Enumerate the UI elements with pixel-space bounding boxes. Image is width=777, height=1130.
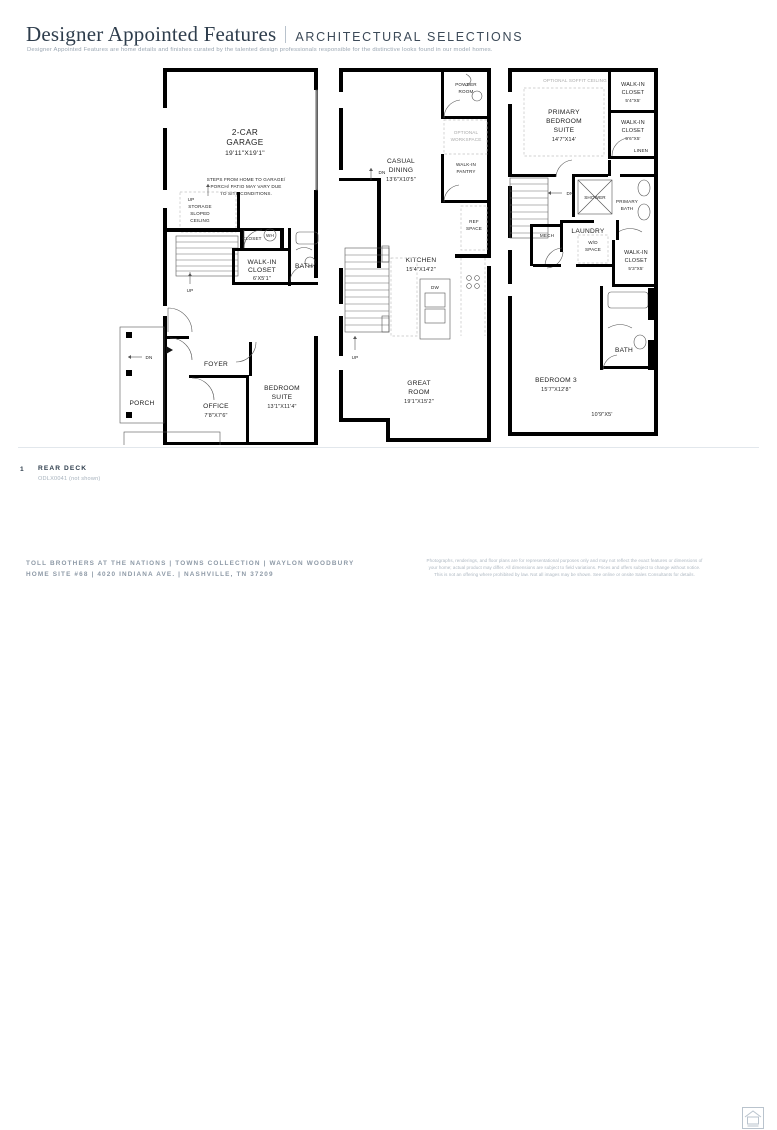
page-title: Designer Appointed Features bbox=[26, 22, 277, 46]
page-footer: TOLL BROTHERS AT THE NATIONS | TOWNS COL… bbox=[0, 548, 777, 1129]
left-bedroom-suite-label-1: BEDROOM bbox=[264, 385, 300, 392]
right-walkin-closet1-label-2: CLOSET bbox=[622, 90, 645, 96]
casual-dining-dims: 13'6"X10'5" bbox=[386, 177, 416, 183]
primary-bedroom-label-2: BEDROOM bbox=[546, 118, 582, 125]
stair-up-label-left: UP bbox=[187, 288, 194, 293]
legend: 1 REAR DECK ODLX0041 (not shown) bbox=[20, 465, 100, 482]
bedroom3-label: BEDROOM 3 bbox=[535, 377, 577, 384]
right-walkin-closet2-dims: 5'6"X5' bbox=[625, 136, 640, 141]
porch-label: PORCH bbox=[129, 400, 154, 407]
laundry-label: LAUNDRY bbox=[571, 228, 604, 235]
primary-bath-label-2: BATH bbox=[621, 206, 634, 211]
footer-disclaimer: Photographs, renderings, and floor plans… bbox=[392, 557, 737, 579]
shower-label: SHOWER bbox=[584, 195, 606, 200]
ref-space-label-1: REF bbox=[469, 219, 479, 224]
footer-line-2: HOME SITE #68 | 4020 INDIANA AVE. | NASH… bbox=[26, 571, 274, 578]
footer-community-info: TOLL BROTHERS AT THE NATIONS | TOWNS COL… bbox=[26, 558, 354, 580]
garage-note-1: STEPS FROM HOME TO GARAGE/ bbox=[207, 177, 286, 182]
right-walkin-closet1-dims: 5'4"X5' bbox=[625, 98, 640, 103]
kitchen-label: KITCHEN bbox=[406, 257, 437, 264]
laundry-wd-label-2: SPACE bbox=[585, 247, 601, 252]
disclaimer-line-2: your home; actual product may differ. Al… bbox=[428, 565, 701, 571]
optional-soffit-label: OPTIONAL SOFFIT CEILING bbox=[543, 78, 607, 83]
disclaimer-line-3: This is not an offering where prohibited… bbox=[434, 572, 695, 578]
right-dn-label: DN bbox=[567, 191, 574, 196]
right-walkin-closet3-label-1: WALK-IN bbox=[624, 250, 648, 256]
right-walkin-closet3-label-2: CLOSET bbox=[625, 258, 648, 264]
linen-label: LINEN bbox=[634, 148, 648, 153]
right-bath-label: BATH bbox=[615, 347, 633, 354]
right-walkin-closet1-label-1: WALK-IN bbox=[621, 82, 645, 88]
left-bath-label: BATH bbox=[295, 263, 313, 270]
laundry-wd-label-1: W/D bbox=[588, 240, 598, 245]
title-row: Designer Appointed Features ARCHITECTURA… bbox=[26, 22, 523, 47]
right-walkin-closet3-dims: 5'3"X5' bbox=[628, 266, 643, 271]
center-wing: CASUAL DINING 13'6"X10'5" POWDER ROOM OP… bbox=[339, 68, 491, 442]
left-walkin-closet-label-1: WALK-IN bbox=[248, 259, 277, 266]
closet-label: CLOSET bbox=[242, 236, 261, 241]
footer-line-1: TOLL BROTHERS AT THE NATIONS | TOWNS COL… bbox=[26, 560, 355, 567]
powder-room-label-1: POWDER bbox=[455, 82, 477, 87]
dishwasher-label: DW bbox=[431, 285, 439, 290]
porch-dn-label: DN bbox=[146, 355, 153, 360]
garage-note-2: PORCH/ PATIO MAY VARY DUE bbox=[210, 184, 281, 189]
bedroom3-dims: 15'7"X12'8" bbox=[541, 387, 571, 393]
primary-bath-label-1: PRIMARY bbox=[616, 199, 638, 204]
disclaimer-line-1: Photographs, renderings, and floor plans… bbox=[426, 558, 703, 563]
office-label: OFFICE bbox=[203, 403, 229, 410]
foyer-label: FOYER bbox=[204, 361, 228, 368]
rear-deck-dims: 10'9"X5' bbox=[591, 412, 612, 418]
office-dims: 7'8"X7'6" bbox=[204, 413, 227, 419]
casual-dining-label-1: CASUAL bbox=[387, 158, 415, 165]
center-up-label: UP bbox=[352, 355, 359, 360]
great-room-dims: 19'1"X15'2" bbox=[404, 399, 434, 405]
walkin-pantry-label-1: WALK-IN bbox=[456, 162, 476, 167]
casual-dining-label-2: DINING bbox=[389, 167, 414, 174]
left-bedroom-suite-dims: 13'1"X11'4" bbox=[267, 404, 296, 410]
right-walkin-closet2-label-2: CLOSET bbox=[622, 128, 645, 134]
garage-label-2: GARAGE bbox=[226, 138, 263, 147]
equal-housing-opportunity-icon bbox=[742, 1107, 764, 1129]
legend-item-name: REAR DECK bbox=[38, 465, 88, 472]
stair-up-label-garage: UP bbox=[188, 197, 195, 202]
optional-workspace-label-2: WORKSPACE bbox=[451, 137, 482, 142]
garage-dims: 19'11"X19'1" bbox=[225, 150, 265, 157]
left-wing: 2-CAR GARAGE 19'11"X19'1" STEPS FROM HOM… bbox=[119, 68, 319, 445]
legend-divider bbox=[18, 447, 759, 448]
floor-plan-drawing: .w{fill:#000;} .tn{fill:none;stroke:#3f3… bbox=[119, 68, 658, 445]
title-divider bbox=[285, 26, 287, 43]
great-room-label-2: ROOM bbox=[408, 389, 430, 396]
legend-item-number: 1 bbox=[20, 465, 25, 473]
walkin-pantry-label-2: PANTRY bbox=[456, 169, 475, 174]
page-header: Designer Appointed Features ARCHITECTURA… bbox=[0, 0, 777, 62]
floor-plan: .w{fill:#000;} .tn{fill:none;stroke:#3f3… bbox=[0, 60, 777, 445]
primary-bedroom-label-1: PRIMARY bbox=[548, 109, 580, 116]
powder-room-label-2: ROOM bbox=[459, 89, 474, 94]
right-walkin-closet2-label-1: WALK-IN bbox=[621, 120, 645, 126]
header-description: Designer Appointed Features are home det… bbox=[27, 47, 493, 53]
kitchen-dims: 15'4"X14'2" bbox=[406, 267, 436, 273]
water-heater-label: WH bbox=[266, 233, 274, 238]
ref-space-label-2: SPACE bbox=[466, 226, 482, 231]
garage-note-3: TO SITE CONDITIONS. bbox=[220, 191, 272, 196]
left-walkin-closet-label-2: CLOSET bbox=[248, 267, 276, 274]
optional-workspace-label-1: OPTIONAL bbox=[454, 130, 479, 135]
legend-item-code: ODLX0041 (not shown) bbox=[38, 475, 101, 482]
left-walkin-closet-dims: 6'X5'1" bbox=[253, 276, 271, 282]
center-dn-label: DN bbox=[379, 170, 386, 175]
mech-label: MECH bbox=[540, 233, 554, 238]
legend-item: 1 REAR DECK bbox=[20, 465, 100, 473]
great-room-label-1: GREAT bbox=[407, 380, 430, 387]
right-wing: OPTIONAL SOFFIT CEILING PRIMARY BEDROOM … bbox=[508, 68, 658, 436]
left-bedroom-suite-label-2: SUITE bbox=[272, 394, 293, 401]
storage-label-1: STORAGE bbox=[188, 204, 211, 209]
primary-bedroom-label-3: SUITE bbox=[554, 127, 575, 134]
storage-label-3: CEILING bbox=[190, 218, 210, 223]
garage-label-1: 2-CAR bbox=[232, 128, 258, 137]
page-subtitle-caps: ARCHITECTURAL SELECTIONS bbox=[295, 30, 524, 44]
storage-label-2: SLOPED bbox=[190, 211, 210, 216]
primary-bedroom-dims: 14'7"X14' bbox=[552, 137, 576, 143]
